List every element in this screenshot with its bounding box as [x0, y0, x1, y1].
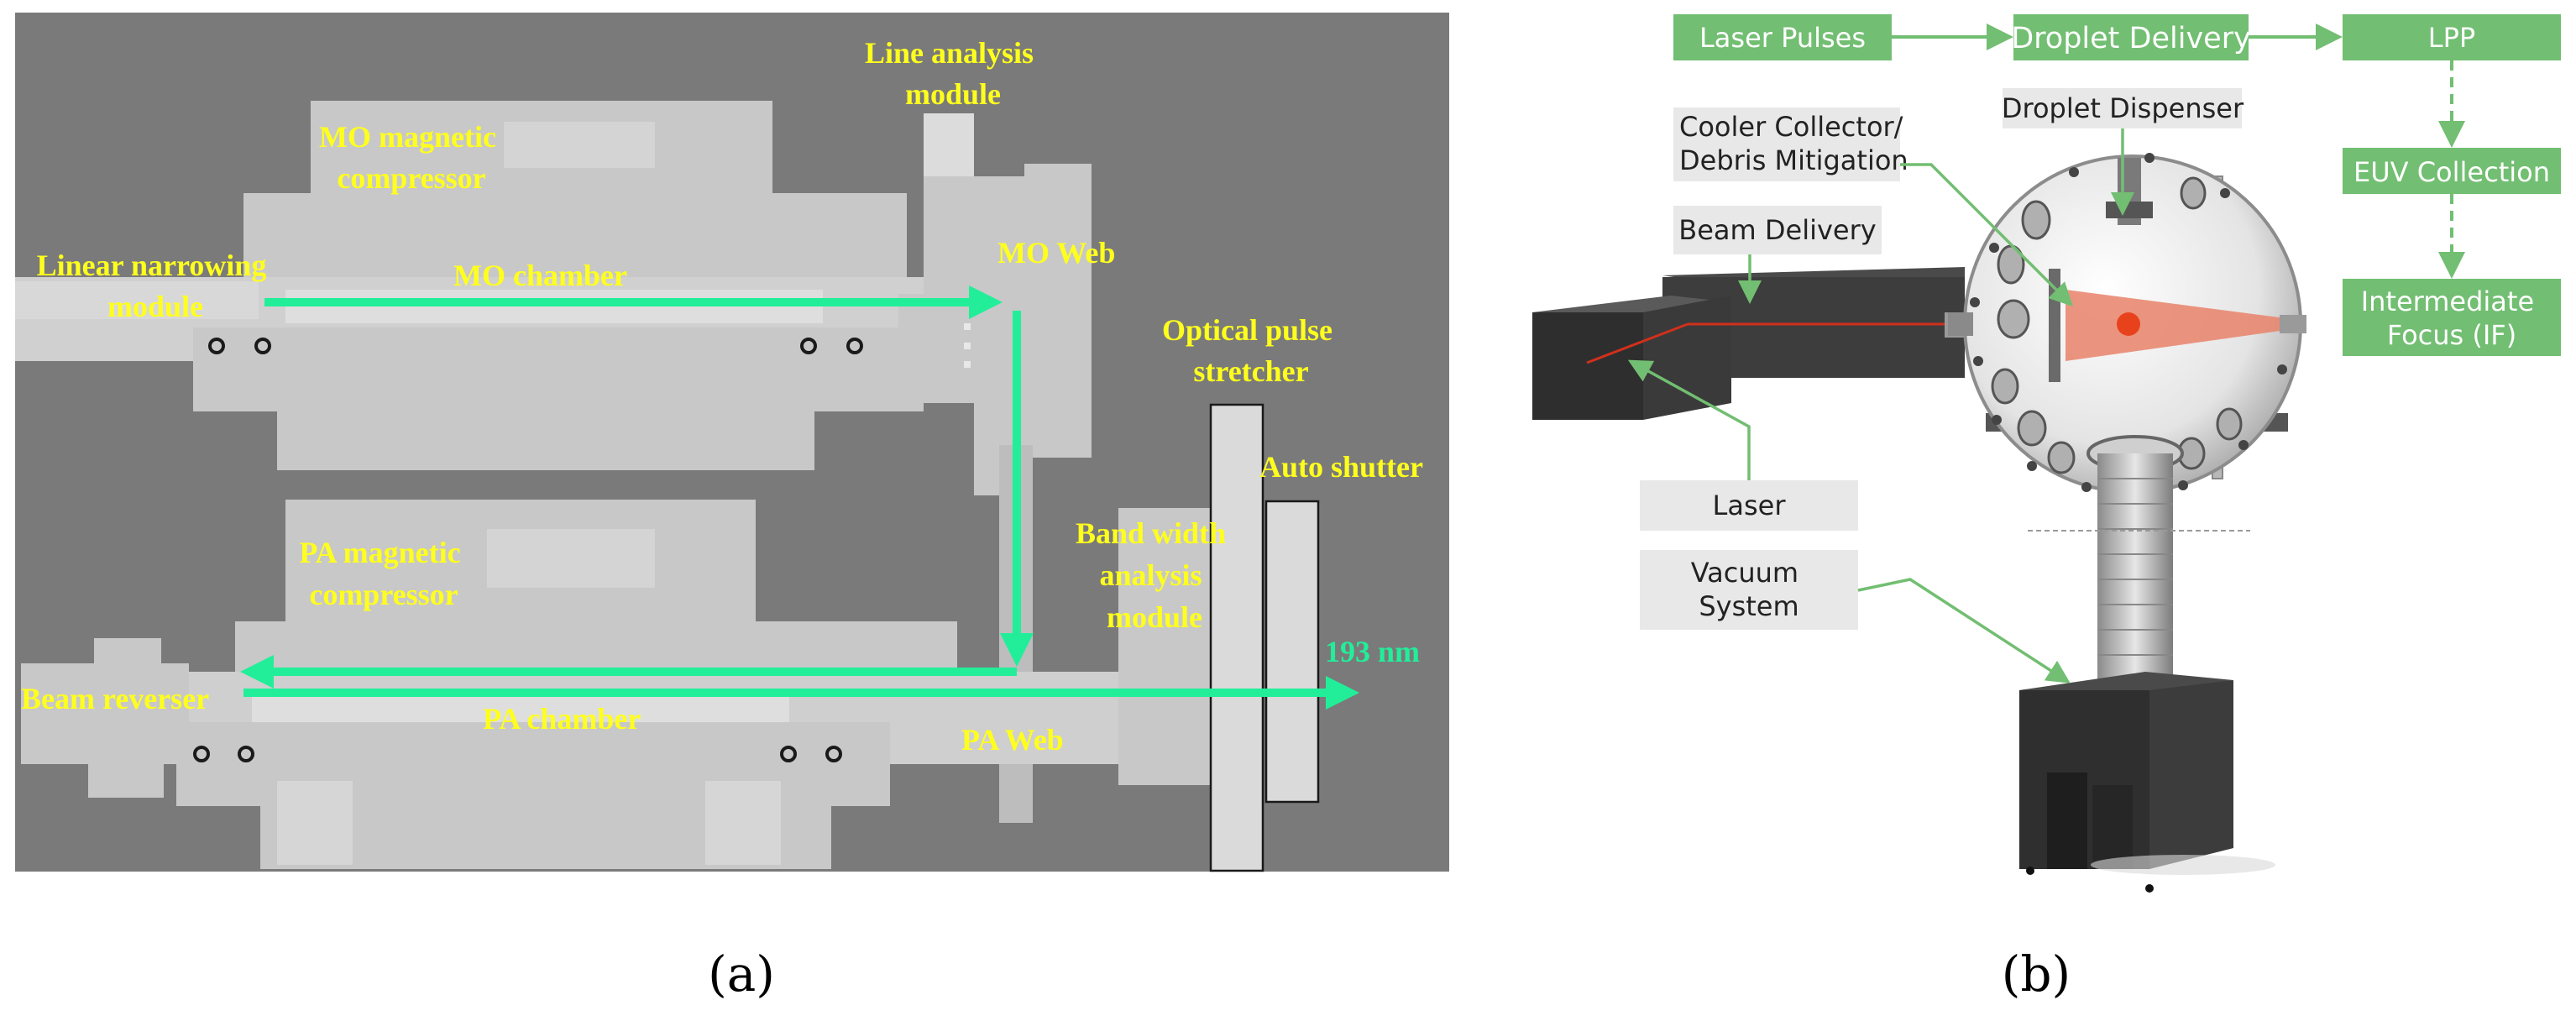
flow-laser-pulses-box [1673, 14, 1892, 60]
mo-compressor-window [504, 122, 655, 168]
pump-slot-inner [2092, 785, 2133, 869]
chamber-left-port [1948, 312, 1973, 336]
callout-cooler-box [1673, 107, 1900, 181]
flow-euv-collection-box [2343, 148, 2561, 194]
mo-web-arm [1024, 319, 1083, 445]
panel-a-labels: Line analysis module MO magnetic compres… [21, 36, 1423, 757]
callout-dispenser-box [2003, 88, 2242, 128]
flow-arrows [1892, 24, 2465, 279]
optical-stretcher-box [1209, 403, 1264, 872]
callout-dispenser-label: Droplet Dispenser [2002, 92, 2244, 124]
chamber-ports [1991, 176, 2243, 474]
flow-lpp-box [2343, 14, 2561, 60]
pump-side [2149, 680, 2233, 869]
label-pa-web: PA Web [961, 723, 1064, 757]
pump-shadow [2091, 855, 2275, 875]
label-line-analysis: Line analysis module [865, 36, 1041, 111]
beam-path [239, 285, 1360, 710]
flow-euv-collection-label: EUV Collection [2353, 156, 2550, 188]
dispenser-head [2106, 202, 2153, 218]
callout-cooler-label: Cooler Collector/ Debris Mitigation [1679, 111, 1912, 176]
label-auto-shutter: Auto shutter [1259, 450, 1423, 484]
panel-a: Line analysis module MO magnetic compres… [15, 13, 1449, 872]
beam-reverser-block [21, 638, 189, 798]
bandwidth-module-block [1118, 508, 1211, 785]
mo-bolts [208, 338, 863, 354]
label-linear-narrowing: Linear narrowing module [37, 249, 275, 323]
pa-compressor-window [487, 529, 655, 588]
callouts: Cooler Collector/ Debris Mitigation Drop… [1627, 88, 2244, 683]
flow-if-box [2343, 279, 2561, 356]
mo-web-dots [964, 323, 971, 368]
chamber-flange-bolts [1970, 153, 2287, 492]
linear-narrowing-arm [15, 281, 259, 319]
label-wavelength: 193 nm [1325, 635, 1420, 668]
flow-laser-pulses-label: Laser Pulses [1699, 22, 1866, 54]
vacuum-system-hardware [2019, 435, 2275, 893]
label-bandwidth-module: Band width analysis module [1076, 516, 1233, 634]
callout-beam-delivery-label: Beam Delivery [1678, 214, 1876, 246]
bellows [2097, 453, 2173, 693]
label-pa-compressor: PA magnetic compressor [299, 536, 468, 611]
pa-foot-left [277, 781, 353, 865]
laser-beam-line [1586, 322, 1689, 364]
mo-web-structure [898, 113, 1092, 495]
label-mo-web: MO Web [997, 236, 1115, 270]
flow-droplet-delivery-box [2013, 14, 2249, 60]
line-analysis-box [924, 113, 974, 181]
pa-foot-right [705, 781, 781, 865]
callout-laser-label: Laser [1713, 490, 1787, 521]
caption-a: (a) [708, 945, 775, 1003]
label-mo-compressor: MO magnetic compressor [319, 120, 504, 195]
caption-b: (b) [2002, 945, 2071, 1003]
euv-cone [2066, 290, 2292, 361]
label-mo-chamber: MO chamber [453, 259, 627, 292]
vacuum-chamber [1948, 153, 2306, 494]
callout-vacuum-box [1640, 550, 1858, 630]
pa-bolts [193, 746, 842, 762]
flow-if-label: Intermediate Focus (IF) [2361, 285, 2543, 351]
callout-vacuum-label: Vacuum System [1691, 557, 1808, 622]
pump-slot [2047, 772, 2087, 869]
auto-shutter-box [1264, 500, 1320, 804]
plasma-point [2117, 312, 2140, 336]
chamber-exit-port [2280, 315, 2306, 333]
label-optical-stretcher: Optical pulse stretcher [1162, 313, 1340, 388]
label-pa-chamber: PA chamber [483, 702, 641, 736]
flow-droplet-delivery-label: Droplet Delivery [2011, 22, 2251, 55]
label-beam-reverser: Beam reverser [21, 682, 209, 715]
callout-beam-delivery-box [1673, 206, 1882, 254]
panel-b: Laser Pulses Droplet Delivery LPP EUV Co… [1532, 14, 2561, 893]
mo-base [277, 361, 814, 470]
flow-chart: Laser Pulses Droplet Delivery LPP EUV Co… [1673, 14, 2561, 356]
flow-lpp-label: LPP [2428, 22, 2475, 54]
callout-laser-box [1640, 480, 1858, 531]
callout-leaders [1627, 128, 2134, 683]
laser-box-side [1643, 296, 1731, 420]
laser-hardware [1532, 267, 2133, 420]
laser-box-front [1532, 312, 1643, 420]
